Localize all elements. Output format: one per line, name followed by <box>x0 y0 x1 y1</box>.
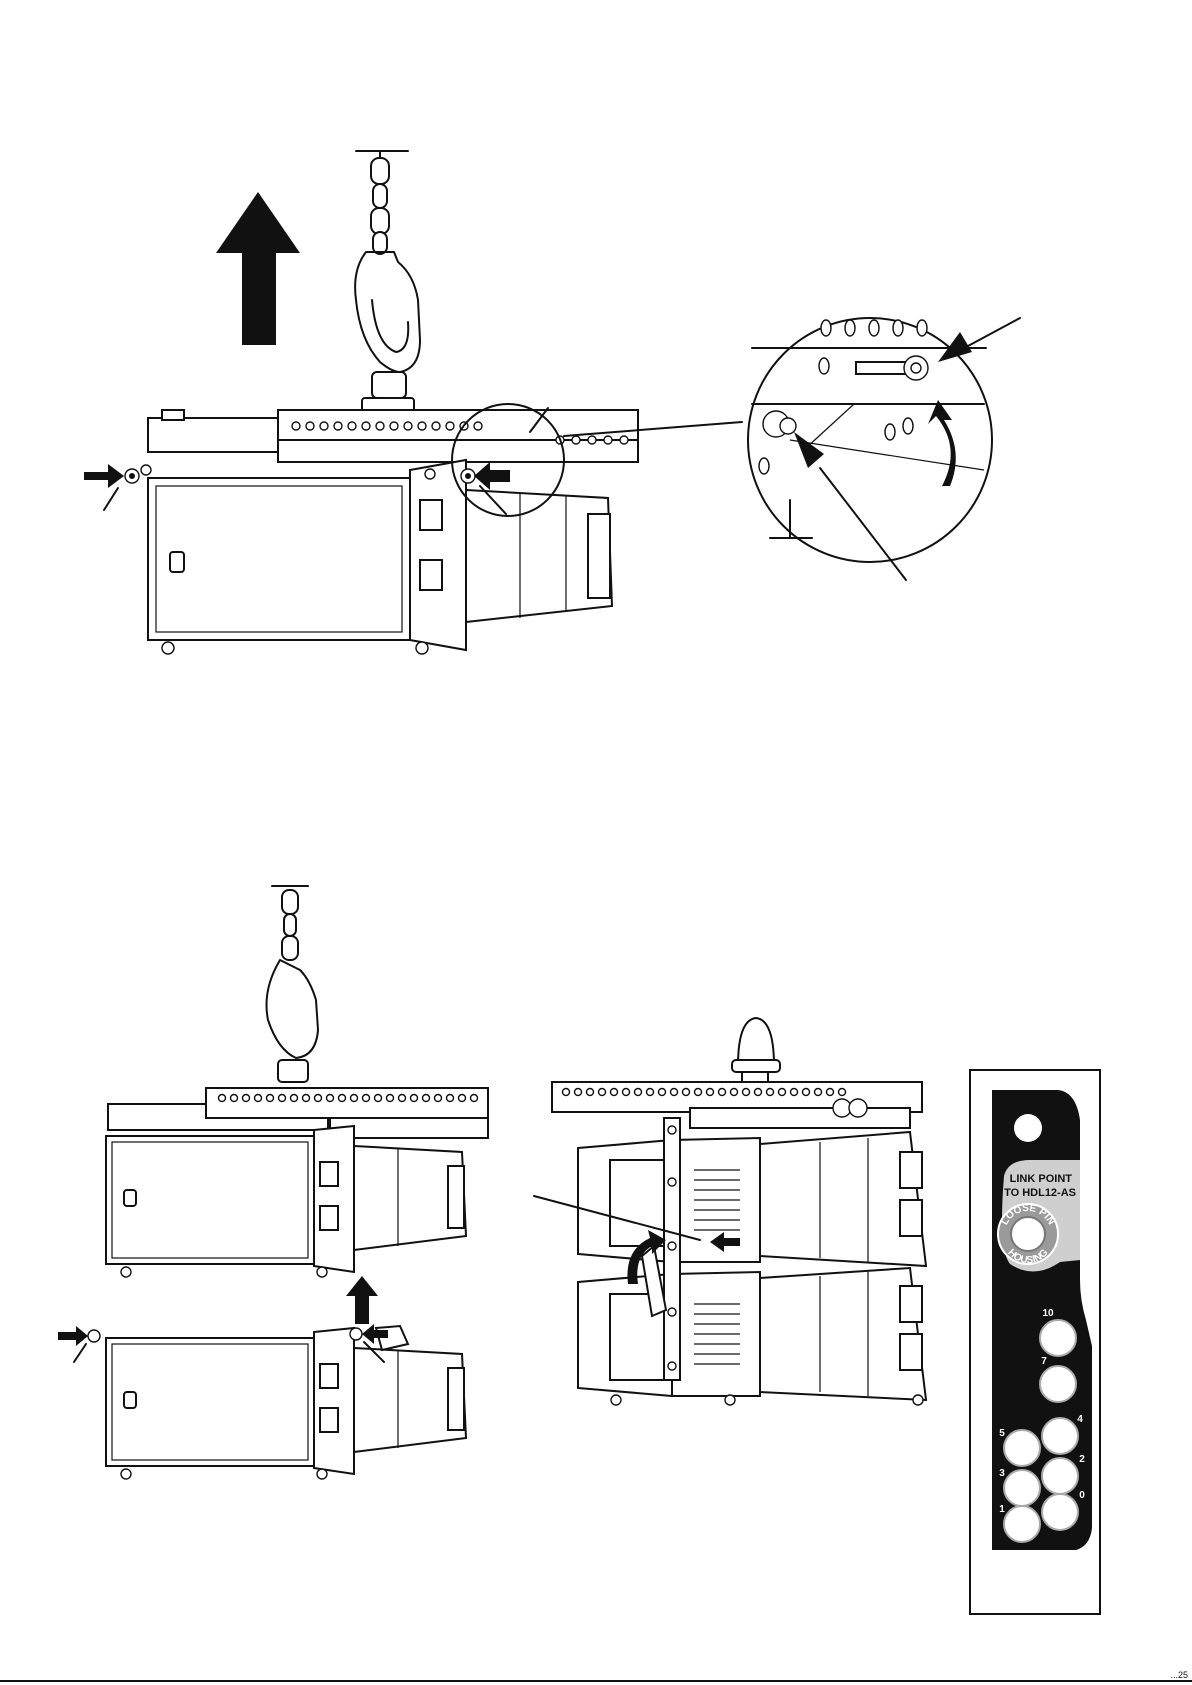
hoist-chain-2 <box>272 886 308 960</box>
link-point-line2: TO HDL12-AS <box>1004 1187 1076 1199</box>
angle-plate-panel: LINK POINT TO HDL12-AS LOOSE PIN HOUSING… <box>970 1070 1100 1614</box>
array-cabinet-lower <box>578 1268 926 1405</box>
angle-label-4: 4 <box>1077 1414 1083 1425</box>
angle-label-2: 2 <box>1079 1454 1085 1465</box>
angle-hole-2 <box>1042 1458 1078 1494</box>
angle-label-5: 5 <box>999 1428 1005 1439</box>
figure-bottom-left-assembly <box>58 886 488 1479</box>
lower-cabinet <box>106 1326 466 1479</box>
detail-arrows <box>794 318 1020 580</box>
left-pin-insert <box>84 464 139 510</box>
shackle <box>732 1018 780 1090</box>
angle-label-1: 1 <box>999 1504 1005 1515</box>
angle-label-7: 7 <box>1041 1356 1047 1367</box>
left-pin-insert-2 <box>58 1326 100 1362</box>
flying-frame-2 <box>108 1088 488 1138</box>
detail-holes <box>759 320 927 474</box>
link-point-line1: LINK POINT <box>1010 1173 1073 1185</box>
hoist-hook-2 <box>267 960 319 1082</box>
angle-hole-10 <box>1040 1320 1076 1356</box>
angle-hole-7 <box>1040 1366 1076 1402</box>
figure-bottom-right-array <box>534 1018 926 1405</box>
lift-up-arrow-small <box>346 1276 378 1324</box>
top-mount-hole <box>1014 1114 1042 1142</box>
page-mark: ...25 <box>1170 1670 1188 1680</box>
flying-frame-3 <box>552 1082 922 1128</box>
lift-up-arrow <box>216 192 300 345</box>
hoist-hook <box>355 252 420 412</box>
figure-top-lift <box>84 151 1020 654</box>
angle-hole-4 <box>1042 1418 1078 1454</box>
hoist-chain <box>356 151 408 254</box>
angle-hole-3 <box>1004 1470 1040 1506</box>
angle-hole-1 <box>1004 1506 1040 1542</box>
loudspeaker-cabinet <box>141 460 612 654</box>
angle-label-3: 3 <box>999 1468 1005 1479</box>
angle-hole-5 <box>1004 1430 1040 1466</box>
array-cabinet-upper <box>578 1132 926 1266</box>
angle-label-0: 0 <box>1079 1490 1085 1501</box>
angle-label-10: 10 <box>1042 1308 1054 1319</box>
angle-hole-0 <box>1042 1494 1078 1530</box>
upper-cabinet <box>106 1126 466 1277</box>
